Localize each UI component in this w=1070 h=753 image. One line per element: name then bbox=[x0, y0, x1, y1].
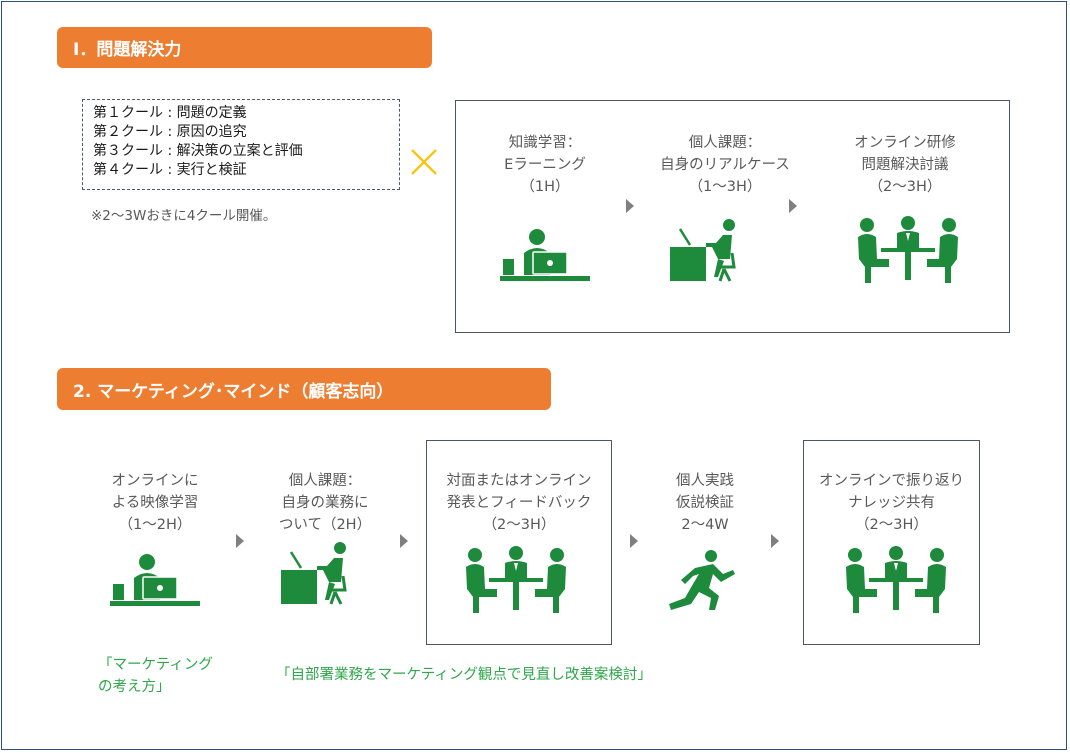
green-note-1: 「マーケティング の考え方」 bbox=[98, 657, 213, 695]
section1-header: Ⅰ．問題解決力 bbox=[57, 27, 432, 68]
laptop-person-icon bbox=[110, 554, 200, 606]
s1-step-label: 個人課題：自身のリアルケース（1〜3H） bbox=[660, 135, 790, 195]
meeting-group-icon bbox=[846, 546, 946, 613]
s1-step-label: 知識学習：Eラーニング（1H） bbox=[504, 135, 586, 195]
s2-step-label: オンラインによる映像学習（1〜2H） bbox=[111, 473, 199, 533]
arrow-right-icon bbox=[626, 199, 634, 213]
section1-title: Ⅰ．問題解決力 bbox=[73, 40, 182, 60]
section1-steps-box bbox=[455, 100, 1010, 333]
green-note-2: 「自部署業務をマーケティング観点で見直し改善案検討」 bbox=[276, 667, 652, 683]
arrow-right-icon bbox=[789, 199, 797, 213]
cool-item: 第１クール : 問題の定義 bbox=[93, 105, 247, 121]
multiply-icon bbox=[411, 149, 437, 175]
s2-step-label: オンラインで振り返りナレッジ共有（2〜3H） bbox=[819, 473, 964, 533]
s2-step-label: 個人課題：自身の業務について（2H） bbox=[278, 473, 372, 533]
meeting-group-icon bbox=[466, 546, 566, 613]
cool-item: 第４クール : 実行と検証 bbox=[93, 162, 247, 178]
cool-list-box: 第１クール : 問題の定義 第２クール : 原因の追究 第３クール : 解決策の… bbox=[82, 99, 400, 190]
s1-step-label: オンライン研修問題解決討議（2〜3H） bbox=[854, 135, 956, 195]
laptop-person-icon bbox=[500, 229, 590, 281]
arrow-right-icon bbox=[630, 534, 638, 548]
cool-note: ※2〜3Wおきに4クール開催。 bbox=[91, 208, 277, 224]
runner-icon bbox=[669, 550, 735, 610]
step-box bbox=[426, 440, 612, 645]
desk-worker-icon bbox=[670, 219, 736, 282]
section2-header: 2. マーケティング･マインド（顧客志向） bbox=[57, 368, 551, 410]
arrow-right-icon bbox=[236, 534, 244, 548]
s2-step-label: 対面またはオンライン発表とフィードバック（2〜3H） bbox=[446, 473, 592, 533]
section2-title: 2. マーケティング･マインド（顧客志向） bbox=[73, 381, 394, 402]
arrow-right-icon bbox=[771, 534, 779, 548]
meeting-group-icon bbox=[858, 216, 958, 283]
arrow-right-icon bbox=[400, 534, 408, 548]
cool-item: 第２クール : 原因の追究 bbox=[93, 124, 247, 140]
desk-worker-icon bbox=[281, 542, 347, 605]
cool-item: 第３クール : 解決策の立案と評価 bbox=[93, 143, 303, 159]
step-box bbox=[803, 440, 980, 645]
